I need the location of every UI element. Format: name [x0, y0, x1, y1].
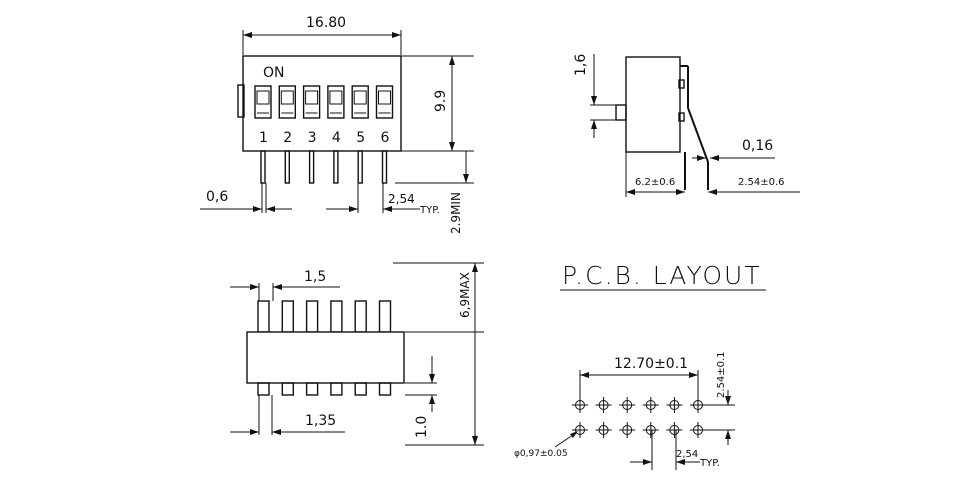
- on-label: ON: [263, 65, 285, 81]
- pcb-layout: P.C.B. LAYOUT 12.70±0.1 2.54±0.1 φ0,97±0…: [514, 261, 766, 470]
- bottom-pin: [281, 382, 294, 396]
- bottom-pin: [378, 382, 392, 396]
- switch-actuator: [256, 90, 270, 105]
- front-pin: [308, 150, 315, 184]
- switch-number: 2: [283, 130, 292, 146]
- bottom-pin: [354, 382, 367, 396]
- top-pin: [378, 300, 392, 333]
- front-pins: [260, 150, 388, 184]
- top-pins: [257, 300, 392, 333]
- bottom-pin: [257, 382, 270, 396]
- front-pin: [284, 150, 290, 184]
- switch-actuator: [353, 90, 367, 105]
- standoff-dim: 1.0: [414, 416, 430, 438]
- front-pin: [357, 150, 363, 184]
- span-dim: 12.70±0.1: [614, 356, 688, 372]
- switch-slot: [278, 85, 296, 119]
- switch-actuator: [280, 90, 294, 105]
- overall-height-dim: 6,9MAX: [458, 272, 472, 318]
- top-pin: [330, 300, 343, 333]
- switch-slot: [302, 85, 321, 119]
- width-dim: 16.80: [306, 15, 346, 31]
- front-view: 16.80 9.9 2.9MIN 0,6 2,54 TYP.: [200, 15, 474, 234]
- bottom-pins: [257, 382, 392, 396]
- front-pin: [381, 150, 388, 184]
- row-dim: 2.54±0.1: [716, 351, 727, 398]
- switch-slot: [351, 85, 369, 119]
- switch-actuator: [378, 90, 391, 105]
- pcb-pitch-dim: 2,54: [676, 449, 698, 460]
- front-pin: [260, 150, 266, 184]
- depth-dim: 6.2±0.6: [635, 177, 675, 188]
- pin-length-dim: 2.9MIN: [449, 192, 463, 234]
- switch-number: 3: [308, 130, 317, 146]
- bottom-pin: [330, 382, 343, 396]
- front-body: [242, 55, 402, 152]
- switch-actuator: [305, 90, 319, 105]
- top-pin: [257, 300, 270, 333]
- switch-slot: [254, 85, 272, 119]
- switch-number: 1: [259, 130, 268, 146]
- switch-actuator: [329, 90, 343, 105]
- actuator-dim: 1,6: [573, 54, 589, 76]
- pcb-pitch-typ: TYP.: [699, 458, 720, 469]
- switch-slot: [327, 85, 345, 119]
- row-pitch-dim: 2.54±0.6: [738, 177, 785, 188]
- front-side-tab: [237, 84, 245, 118]
- pin-width-dim: 0,6: [206, 189, 228, 205]
- front-pin: [333, 150, 339, 184]
- pcb-title: P.C.B. LAYOUT: [562, 261, 762, 290]
- height-dim: 9.9: [433, 90, 449, 112]
- side-body: [625, 56, 681, 153]
- pin-top-dim: 1,5: [304, 269, 326, 285]
- switch-array: [254, 85, 394, 119]
- pitch-typ: TYP.: [419, 205, 440, 216]
- side-view: 1,6 0,16 6.2±0.6 2.54±0.6: [573, 54, 800, 197]
- thickness-dim: 0,16: [742, 138, 773, 154]
- pin-bottom-dim: 1,35: [305, 413, 336, 429]
- switch-number: 5: [356, 130, 365, 146]
- bottom-pin: [305, 382, 319, 396]
- hole-dim: φ0,97±0.05: [514, 449, 568, 459]
- top-pin: [354, 300, 367, 333]
- bottom-view: 1,5 6,9MAX 1,35 1.0: [230, 262, 484, 446]
- pcb-holes: [572, 397, 706, 438]
- side-actuator: [615, 104, 627, 121]
- bottom-body: [246, 331, 405, 384]
- top-pin: [281, 300, 294, 333]
- switch-number: 4: [332, 130, 341, 146]
- switch-number: 6: [381, 130, 390, 146]
- switch-slot: [375, 85, 394, 119]
- top-pin: [305, 300, 319, 333]
- pitch-dim: 2,54: [388, 192, 415, 206]
